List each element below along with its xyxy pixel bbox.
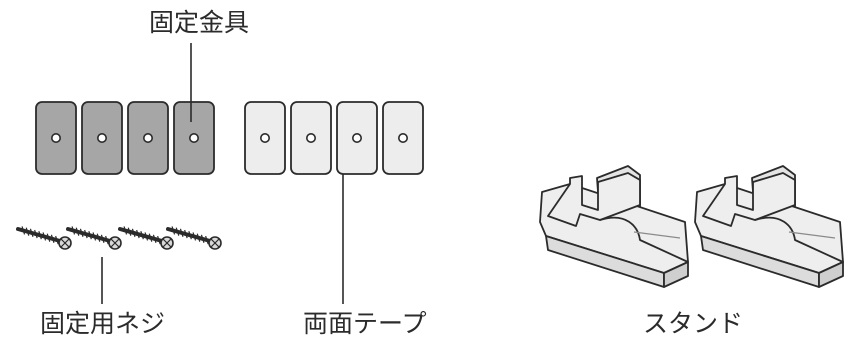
bracket-plate (127, 101, 169, 175)
bracket-group (35, 101, 215, 175)
bracket-plate (173, 101, 215, 175)
mounting-hole (97, 133, 108, 144)
mounting-hole (143, 133, 154, 144)
tape-plate (290, 101, 332, 175)
screw (118, 226, 174, 250)
bracket-plate (35, 101, 77, 175)
tape-label: 両面テープ (303, 309, 427, 338)
stand (539, 165, 689, 288)
tape-plate (382, 101, 424, 175)
screw (16, 226, 72, 250)
stand-label: スタンド (643, 309, 744, 338)
tape-plate (244, 101, 286, 175)
mounting-hole (351, 133, 362, 144)
bracket-plate (81, 101, 123, 175)
tape-group (244, 101, 424, 175)
mounting-hole (305, 133, 316, 144)
bracket-label: 固定金具 (149, 8, 250, 37)
stand-group (539, 165, 844, 288)
screw (166, 226, 222, 250)
mounting-hole (397, 133, 408, 144)
screws-label: 固定用ネジ (40, 309, 166, 338)
stand (694, 165, 844, 288)
mounting-hole (50, 133, 61, 144)
screw-group (16, 226, 222, 250)
tape-plate (336, 101, 378, 175)
mounting-hole (259, 133, 270, 144)
screw (66, 226, 122, 250)
mounting-hole (189, 133, 200, 144)
